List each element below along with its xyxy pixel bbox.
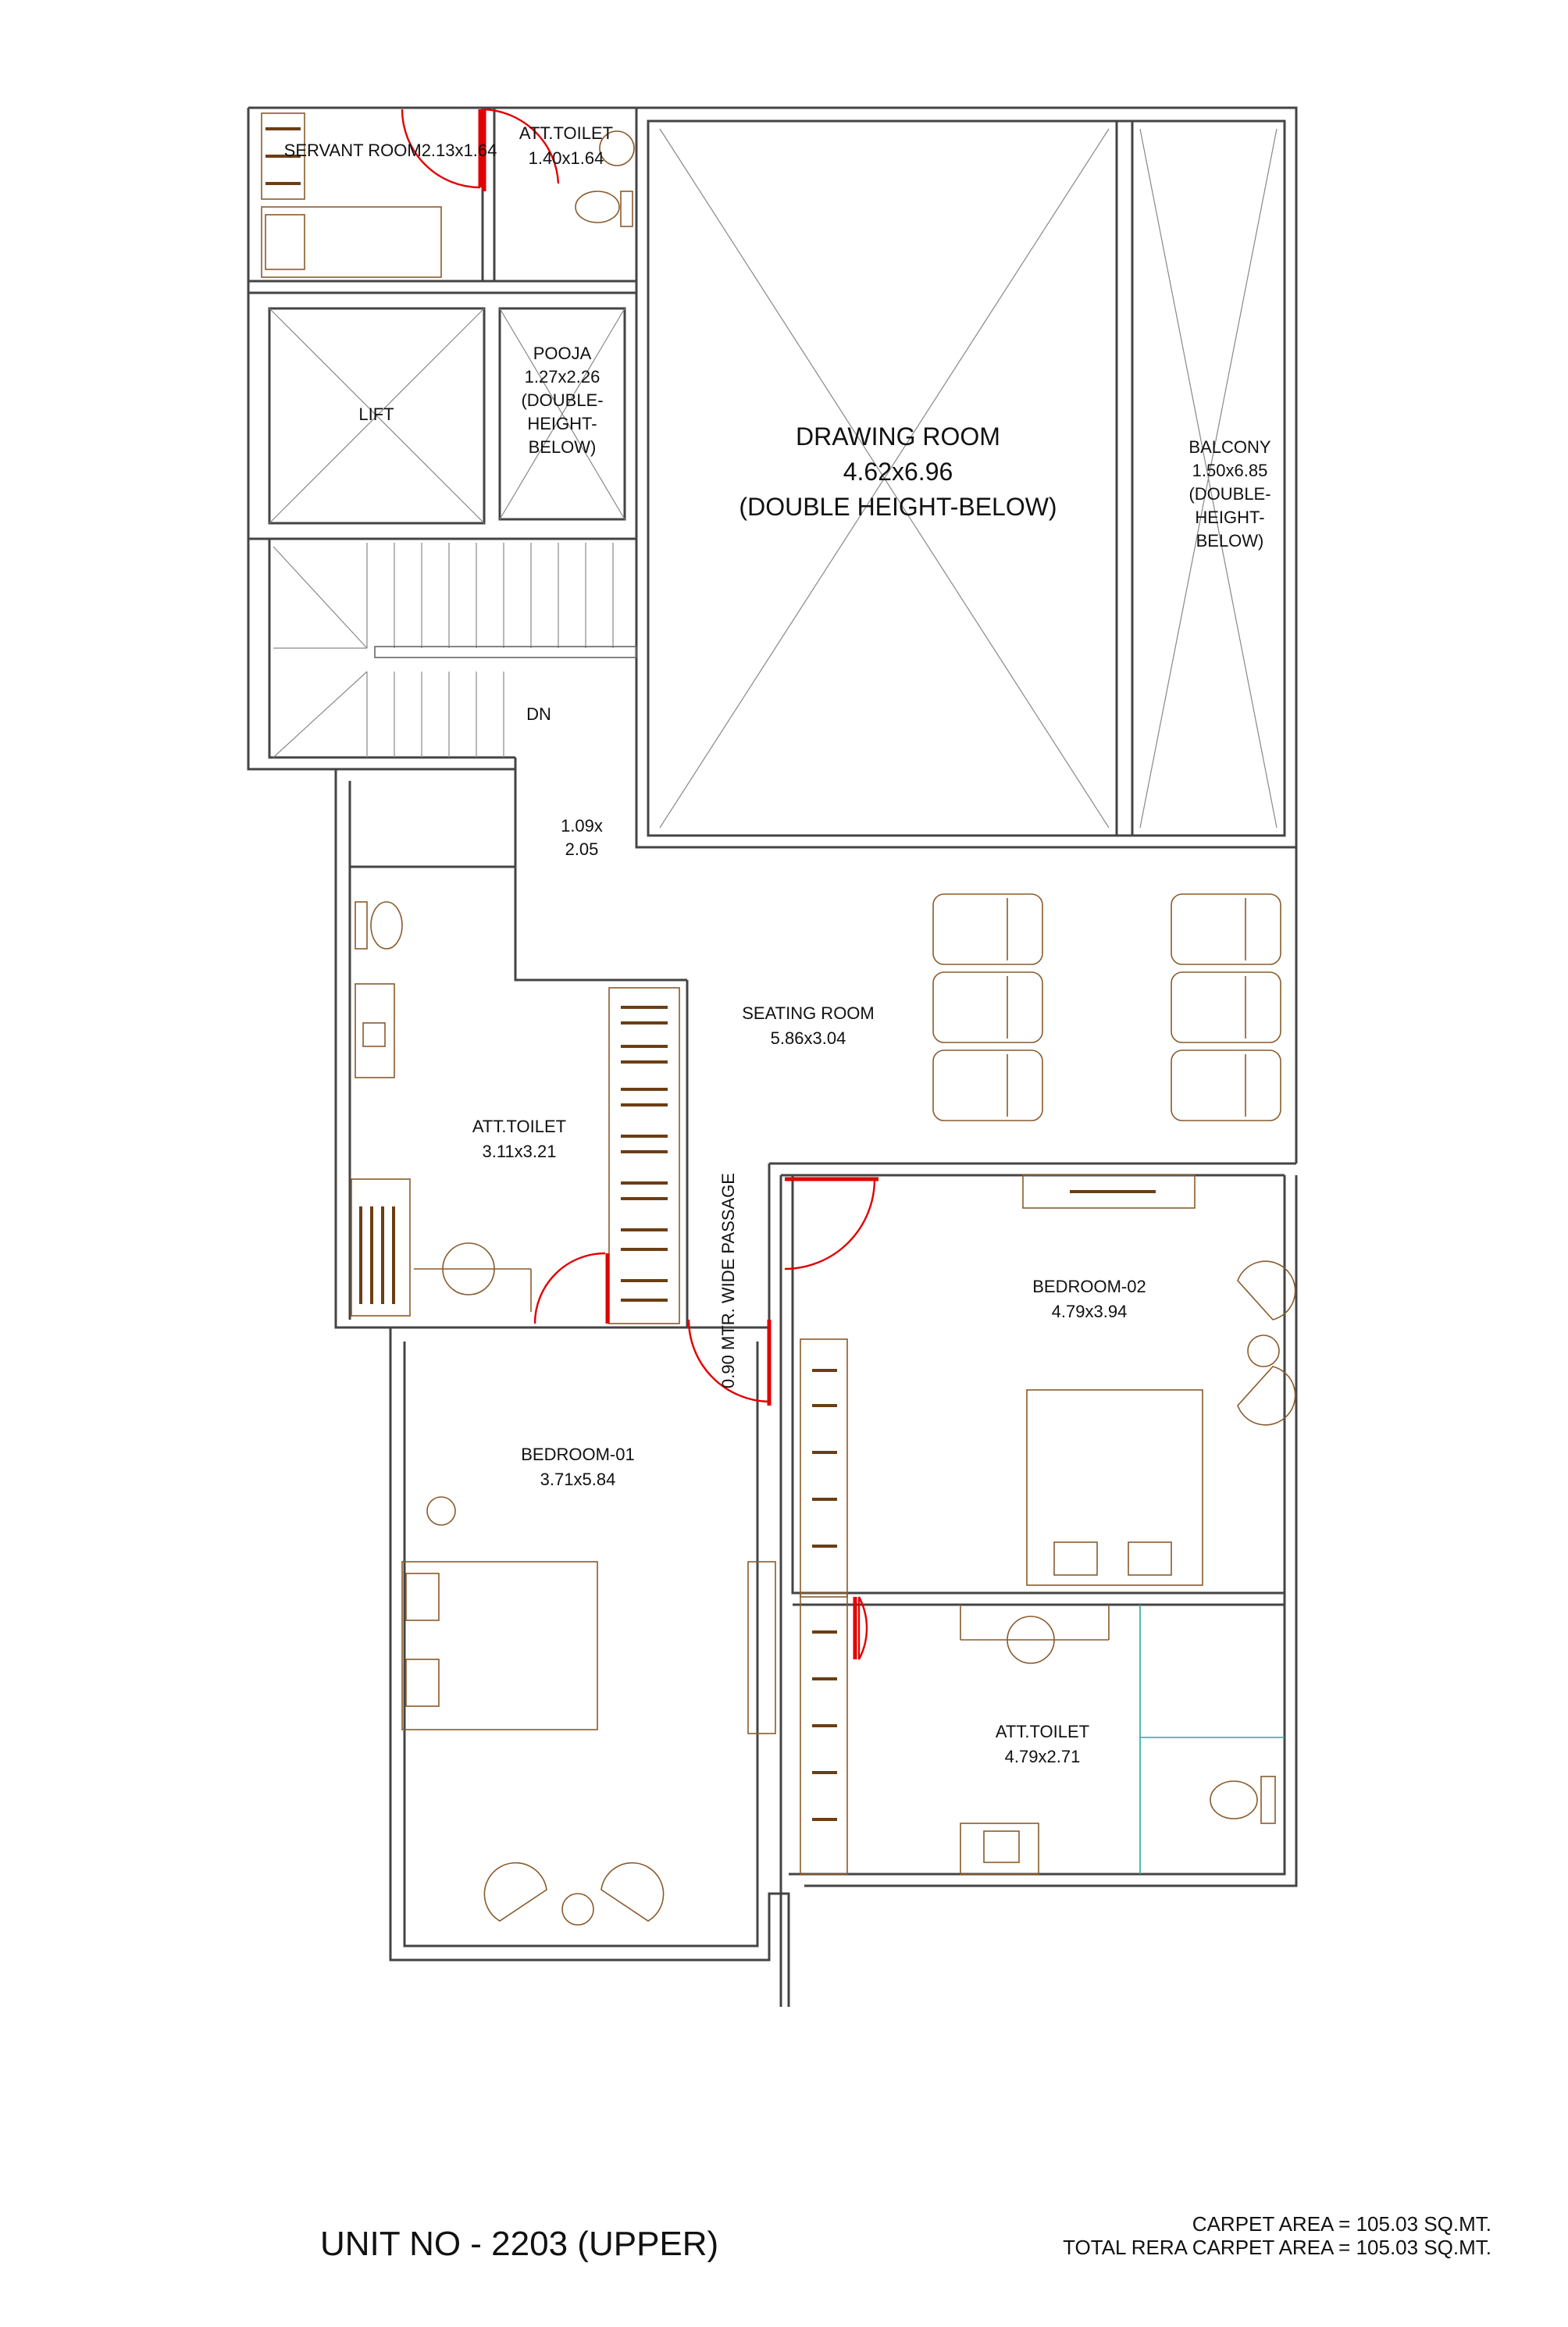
bedroom-01-name: BEDROOM-01 <box>521 1445 634 1464</box>
pooja-size: 1.27x2.26 <box>525 367 600 387</box>
drawing-room-name: DRAWING ROOM <box>796 422 1000 451</box>
void-hatch <box>269 128 1278 829</box>
att-toilet-right-size: 4.79x2.71 <box>1005 1747 1081 1766</box>
att-toilet-top-name: ATT.TOILET <box>519 123 613 143</box>
pooja-name: POOJA <box>533 344 592 363</box>
passage-label: 0.90 MTR. WIDE PASSAGE <box>718 1173 738 1388</box>
seating-room-name: SEATING ROOM <box>742 1003 875 1023</box>
balcony-note-3: BELOW) <box>1196 531 1264 551</box>
doors <box>401 108 878 1660</box>
stair-dn-label: DN <box>526 704 551 724</box>
lobby-size-2: 2.05 <box>565 839 599 859</box>
lift-label: LIFT <box>358 404 394 424</box>
att-toilet-top-size: 1.40x1.64 <box>529 148 604 168</box>
walls <box>247 106 1298 2007</box>
servant-room-label: SERVANT ROOM2.13x1.64 <box>284 141 497 160</box>
bedroom-01-size: 3.71x5.84 <box>540 1470 616 1489</box>
balcony-note-2: HEIGHT- <box>1195 508 1264 527</box>
balcony-name: BALCONY <box>1188 437 1270 457</box>
att-toilet-left-name: ATT.TOILET <box>472 1117 566 1136</box>
balcony-note-1: (DOUBLE- <box>1188 484 1270 504</box>
pooja-note-1: (DOUBLE- <box>521 390 603 410</box>
lobby-size-1: 1.09x <box>561 816 603 836</box>
carpet-area: CARPET AREA = 105.03 SQ.MT. <box>1192 2212 1491 2236</box>
bedroom-02-size: 4.79x3.94 <box>1052 1302 1128 1321</box>
seating-room-size: 5.86x3.04 <box>771 1028 846 1048</box>
furniture <box>261 112 1296 1926</box>
unit-title: UNIT NO - 2203 (UPPER) <box>320 2225 718 2263</box>
pooja-note-3: BELOW) <box>529 437 597 457</box>
total-rera-carpet-area: TOTAL RERA CARPET AREA = 105.03 SQ.MT. <box>1063 2236 1491 2259</box>
room-labels: SERVANT ROOM2.13x1.64 ATT.TOILET 1.40x1.… <box>284 123 1271 1766</box>
pooja-note-2: HEIGHT- <box>527 414 597 433</box>
balcony-size: 1.50x6.85 <box>1192 461 1268 480</box>
att-toilet-left-size: 3.11x3.21 <box>482 1142 556 1161</box>
att-toilet-right-name: ATT.TOILET <box>996 1722 1089 1741</box>
footer: UNIT NO - 2203 (UPPER) CARPET AREA = 105… <box>320 2212 1491 2263</box>
drawing-room-note: (DOUBLE HEIGHT-BELOW) <box>739 493 1057 521</box>
drawing-room-size: 4.62x6.96 <box>843 458 953 486</box>
bedroom-02-name: BEDROOM-02 <box>1032 1277 1146 1296</box>
staircase <box>273 543 637 758</box>
